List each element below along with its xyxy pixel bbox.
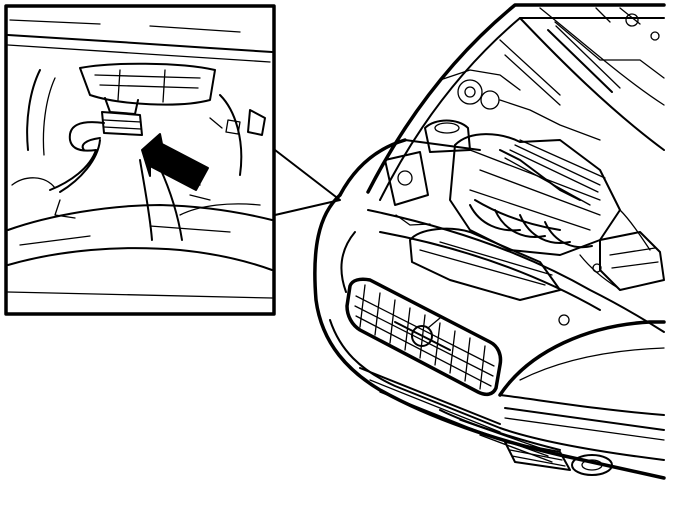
body-outline (313, 138, 666, 480)
open-hood (366, 3, 666, 201)
pointer-arrow-icon (141, 133, 209, 191)
detail-inset (4, 4, 276, 316)
inset-content (7, 19, 273, 299)
front-bumper (329, 319, 666, 476)
front-grille (345, 277, 503, 397)
engine-bay (384, 69, 665, 326)
callout-pointer (274, 149, 341, 216)
car-front-drawing (274, 3, 666, 480)
